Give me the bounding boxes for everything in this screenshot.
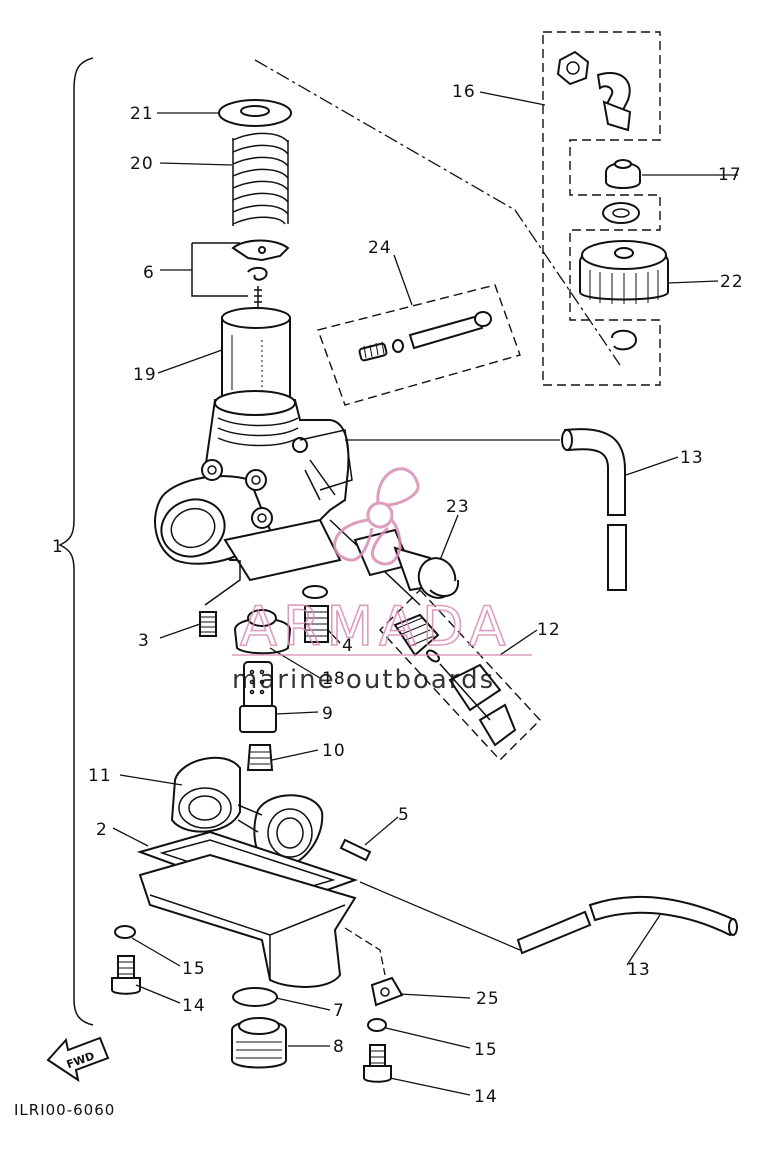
callout-5: 5 (398, 805, 410, 825)
callout-18: 18 (322, 669, 346, 689)
callout-13-upper: 13 (680, 448, 704, 468)
callout-22: 22 (720, 272, 744, 292)
callout-15-right: 15 (474, 1040, 498, 1060)
throttle-valve (221, 307, 291, 407)
armada-watermark: ARMADA marine outboards (232, 467, 532, 695)
callout-13-lower: 13 (627, 960, 651, 980)
callout-21: 21 (130, 104, 154, 124)
callout-14-right: 14 (474, 1087, 498, 1107)
callout-15-left: 15 (182, 959, 206, 979)
assembly-brace (58, 57, 94, 1026)
watermark-brand: ARMADA (240, 595, 512, 658)
callout-1: 1 (52, 537, 64, 557)
jet-stack (199, 560, 329, 771)
propeller-logo-icon (333, 467, 420, 566)
fuel-hose-lower (359, 881, 738, 955)
callout-4: 4 (342, 636, 354, 656)
float-assembly (170, 756, 324, 870)
callout-25: 25 (476, 989, 500, 1009)
bracket-parts (344, 927, 404, 1083)
watermark-tagline: marine outboards (232, 665, 495, 695)
callout-3: 3 (138, 631, 150, 651)
callout-19: 19 (133, 365, 157, 385)
needle-parts-group (191, 99, 292, 330)
callout-24: 24 (368, 238, 392, 258)
callout-14-left: 14 (182, 996, 206, 1016)
callout-labels: 1 2 3 4 5 6 7 8 9 10 11 12 13 13 14 14 1… (52, 82, 744, 1107)
starter-plunger (353, 528, 460, 599)
top-right-box (542, 31, 669, 386)
fwd-arrow-icon: FWD (46, 1036, 110, 1083)
callout-8: 8 (333, 1037, 345, 1057)
callout-16: 16 (452, 82, 476, 102)
float-pin (339, 838, 372, 862)
drawing-code: ILRI00-6060 (14, 1101, 115, 1119)
callout-12: 12 (537, 620, 561, 640)
leader-lines (112, 91, 738, 1096)
callout-6: 6 (143, 263, 155, 283)
callout-23: 23 (446, 497, 470, 517)
callout-11: 11 (88, 766, 112, 786)
callout-20: 20 (130, 154, 154, 174)
fuel-hose-upper (561, 428, 627, 591)
callout-2: 2 (96, 820, 108, 840)
callout-9: 9 (322, 704, 334, 724)
group-24-box (317, 284, 521, 406)
callout-7: 7 (333, 1001, 345, 1021)
carburetor-body (154, 390, 353, 582)
callout-17: 17 (718, 165, 742, 185)
callout-10: 10 (322, 741, 346, 761)
float-bowl (111, 830, 359, 1069)
